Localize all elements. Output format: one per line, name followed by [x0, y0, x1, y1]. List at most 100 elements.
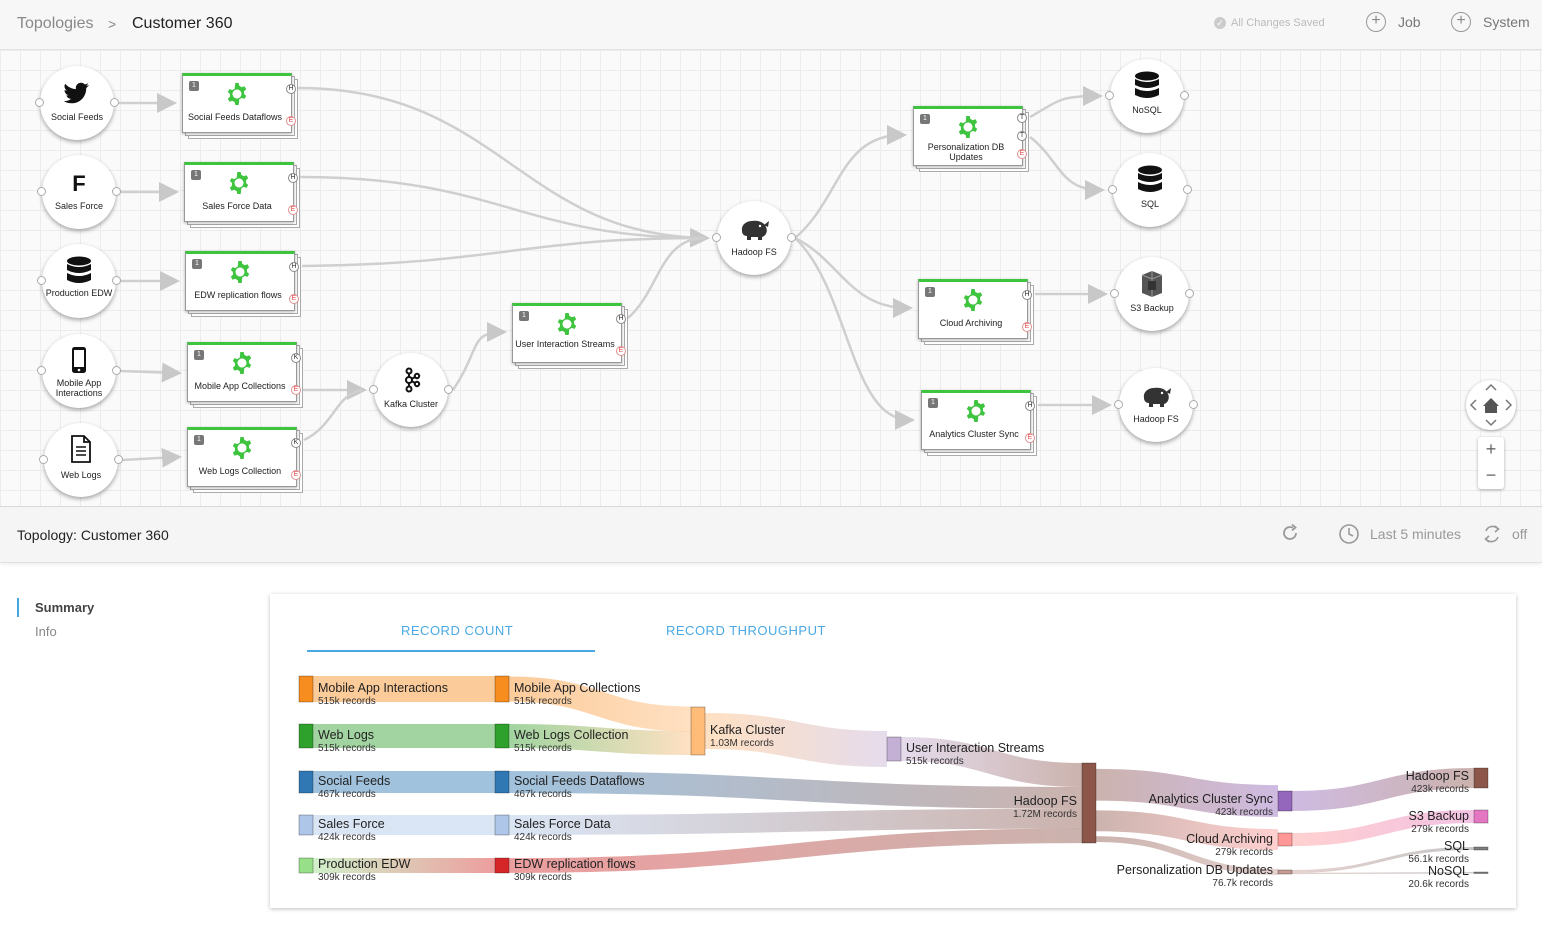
- output-badge[interactable]: K: [291, 353, 301, 363]
- sankey-link-acs-hdfs2[interactable]: [1291, 768, 1475, 811]
- sankey-node-sfo[interactable]: [298, 814, 314, 836]
- tab-record-count[interactable]: RECORD COUNT: [401, 623, 514, 638]
- error-badge[interactable]: E: [288, 205, 298, 215]
- sankey-node-sfd[interactable]: [494, 770, 510, 794]
- sankey-link-wlc-kafka[interactable]: [508, 724, 692, 755]
- sankey-node-mai[interactable]: [298, 675, 314, 703]
- sankey-link-pdb-nosql[interactable]: [1291, 872, 1475, 875]
- topology-canvas[interactable]: Social Feeds F Sales Force Production ED…: [0, 50, 1542, 507]
- sankey-node-s3[interactable]: [1473, 809, 1489, 824]
- input-port[interactable]: [1105, 91, 1114, 100]
- refresh-button[interactable]: [1280, 523, 1300, 543]
- node-s3-backup[interactable]: S3 Backup: [1110, 257, 1194, 331]
- output-port[interactable]: [110, 98, 119, 107]
- sankey-link-pdb-sql[interactable]: [1291, 847, 1475, 873]
- time-range-selector[interactable]: Last 5 minutes: [1338, 523, 1461, 545]
- error-badge[interactable]: E: [291, 385, 301, 395]
- node-web-logs[interactable]: Web Logs: [39, 423, 123, 497]
- stage-sales-force-data[interactable]: 1 Sales Force Data H E: [184, 162, 300, 228]
- node-mobile-app-interactions[interactable]: Mobile App Interactions: [37, 334, 121, 408]
- stage-mobile-app-collections[interactable]: 1 Mobile App Collections K E: [187, 342, 303, 408]
- output-badge[interactable]: H: [288, 173, 298, 183]
- node-hadoop-fs[interactable]: Hadoop FS: [712, 201, 796, 275]
- output-port[interactable]: [787, 233, 796, 242]
- sankey-node-edw[interactable]: [494, 857, 510, 874]
- pan-right-icon[interactable]: [1505, 399, 1513, 411]
- input-port[interactable]: [1108, 185, 1117, 194]
- node-sql[interactable]: SQL: [1108, 153, 1192, 227]
- node-production-edw[interactable]: Production EDW: [37, 244, 121, 318]
- error-badge[interactable]: E: [1025, 433, 1035, 443]
- sankey-link-uis-hdfs[interactable]: [900, 736, 1083, 788]
- sankey-node-nosql[interactable]: [1473, 871, 1489, 874]
- output-badge[interactable]: H: [616, 314, 626, 324]
- home-icon[interactable]: [1483, 398, 1499, 413]
- sankey-node-hdfs[interactable]: [1081, 762, 1097, 844]
- tab-record-throughput[interactable]: RECORD THROUGHPUT: [666, 623, 826, 638]
- node-social-feeds[interactable]: Social Feeds: [35, 66, 119, 140]
- sankey-node-pdb[interactable]: [1277, 869, 1293, 875]
- auto-refresh-toggle[interactable]: off: [1482, 523, 1527, 545]
- error-badge[interactable]: E: [1022, 322, 1032, 332]
- pan-control[interactable]: [1466, 380, 1516, 430]
- sankey-link-mac-kafka[interactable]: [508, 676, 692, 732]
- add-job-button[interactable]: + Job: [1366, 12, 1421, 32]
- sankey-node-hdfs2[interactable]: [1473, 767, 1489, 789]
- sankey-node-wlc[interactable]: [494, 723, 510, 749]
- output-port[interactable]: [114, 455, 123, 464]
- output-badge[interactable]: K: [291, 438, 301, 448]
- node-nosql[interactable]: NoSQL: [1105, 59, 1189, 133]
- sankey-node-pedw[interactable]: [298, 857, 314, 874]
- stage-personalization-db-updates[interactable]: 1 Personalization DB Updates T T E: [913, 106, 1029, 172]
- sankey-node-wl[interactable]: [298, 723, 314, 749]
- input-port[interactable]: [712, 233, 721, 242]
- stage-cloud-archiving[interactable]: 1 Cloud Archiving H E: [918, 279, 1034, 345]
- zoom-out-button[interactable]: −: [1485, 465, 1497, 485]
- error-badge[interactable]: E: [289, 294, 299, 304]
- output-badge[interactable]: H: [289, 262, 299, 272]
- stage-social-feeds-dataflows[interactable]: 1 Social Feeds Dataflows H E: [182, 73, 298, 139]
- sankey-node-sql[interactable]: [1473, 846, 1489, 851]
- zoom-in-button[interactable]: +: [1485, 439, 1497, 459]
- sankey-node-mac[interactable]: [494, 675, 510, 703]
- sankey-link-kafka-uis[interactable]: [704, 713, 888, 767]
- input-port[interactable]: [369, 385, 378, 394]
- error-badge[interactable]: E: [616, 346, 626, 356]
- output-badge[interactable]: T: [1017, 131, 1027, 141]
- sankey-node-acs[interactable]: [1277, 790, 1293, 812]
- node-sales-force[interactable]: F Sales Force: [37, 155, 121, 229]
- sankey-node-kafka[interactable]: [690, 706, 706, 756]
- sankey-node-ca[interactable]: [1277, 832, 1293, 847]
- sankey-link-sfd-hdfs[interactable]: [508, 771, 1083, 809]
- error-badge[interactable]: E: [291, 470, 301, 480]
- output-port[interactable]: [1180, 91, 1189, 100]
- input-port[interactable]: [35, 98, 44, 107]
- sankey-node-sfdata[interactable]: [494, 814, 510, 836]
- output-badge[interactable]: H: [1025, 401, 1035, 411]
- sidebar-item-info[interactable]: Info: [35, 624, 57, 639]
- pan-down-icon[interactable]: [1485, 419, 1497, 427]
- node-kafka-cluster[interactable]: Kafka Cluster: [369, 353, 453, 427]
- error-badge[interactable]: E: [1017, 149, 1027, 159]
- input-port[interactable]: [1114, 400, 1123, 409]
- sankey-link-hdfs-pdb[interactable]: [1095, 836, 1279, 875]
- input-port[interactable]: [37, 276, 46, 285]
- output-badge[interactable]: H: [1022, 290, 1032, 300]
- add-system-button[interactable]: + System: [1451, 12, 1530, 32]
- stage-user-interaction-streams[interactable]: 1 User Interaction Streams H E: [512, 303, 628, 369]
- output-port[interactable]: [1183, 185, 1192, 194]
- sankey-link-sfdata-hdfs[interactable]: [508, 808, 1083, 835]
- pan-up-icon[interactable]: [1485, 383, 1497, 391]
- output-port[interactable]: [444, 385, 453, 394]
- input-port[interactable]: [37, 366, 46, 375]
- input-port[interactable]: [37, 187, 46, 196]
- sankey-node-sf[interactable]: [298, 770, 314, 794]
- pan-left-icon[interactable]: [1469, 399, 1477, 411]
- sidebar-item-summary[interactable]: Summary: [17, 598, 94, 617]
- input-port[interactable]: [1110, 289, 1119, 298]
- node-hadoop-fs-destination[interactable]: Hadoop FS: [1114, 368, 1198, 442]
- error-badge[interactable]: E: [286, 116, 296, 126]
- sankey-node-uis[interactable]: [886, 736, 902, 762]
- stage-web-logs-collection[interactable]: 1 Web Logs Collection K E: [187, 427, 303, 493]
- output-port[interactable]: [112, 366, 121, 375]
